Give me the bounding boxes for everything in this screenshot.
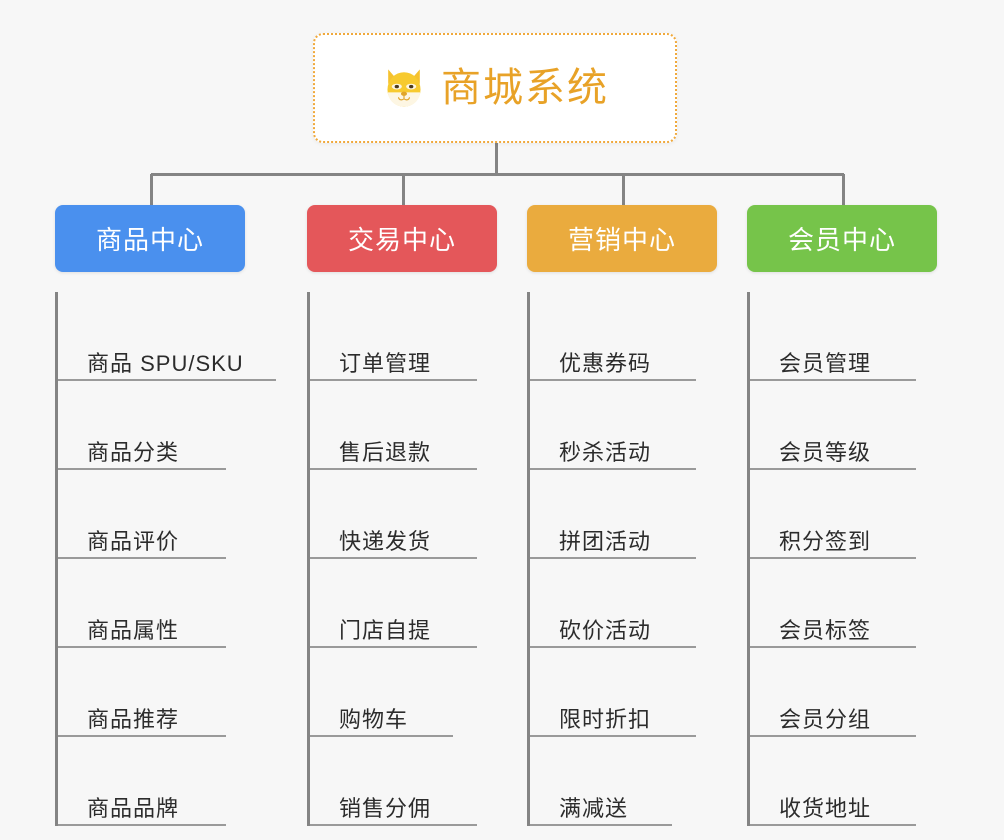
- leaf-item[interactable]: 满减送: [530, 737, 672, 826]
- branch-header-2[interactable]: 营销中心: [527, 205, 717, 272]
- dog-face-icon: [387, 69, 421, 107]
- leaf-list-2: 优惠券码 秒杀活动 拼团活动 砍价活动 限时折扣 满减送: [527, 292, 717, 826]
- leaf-label: 商品品牌: [87, 795, 180, 821]
- leaf-label: 会员标签: [779, 617, 872, 643]
- leaf-label: 商品 SPU/SKU: [87, 350, 244, 376]
- leaf-label: 砍价活动: [559, 617, 652, 643]
- leaf-item[interactable]: 订单管理: [310, 292, 477, 381]
- leaf-label: 销售分佣: [339, 795, 432, 821]
- leaf-item[interactable]: 购物车: [310, 648, 453, 737]
- leaf-item[interactable]: 砍价活动: [530, 559, 696, 648]
- root-title: 商城系统: [441, 66, 609, 110]
- leaf-list-3: 会员管理 会员等级 积分签到 会员标签 会员分组 收货地址: [747, 292, 937, 826]
- branch-header-label-3: 会员中心: [787, 225, 896, 255]
- leaf-item[interactable]: 售后退款: [310, 381, 477, 470]
- leaf-item[interactable]: 会员标签: [750, 559, 916, 648]
- branch-column-3: 会员中心 会员管理 会员等级 积分签到 会员标签 会员分组 收货地址: [747, 205, 937, 826]
- leaf-label: 优惠券码: [559, 350, 652, 376]
- leaf-item[interactable]: 收货地址: [750, 737, 916, 826]
- leaf-label: 会员管理: [779, 350, 872, 376]
- leaf-label: 拼团活动: [559, 528, 652, 554]
- leaf-item[interactable]: 门店自提: [310, 559, 477, 648]
- leaf-item[interactable]: 秒杀活动: [530, 381, 696, 470]
- leaf-label: 商品分类: [87, 439, 180, 465]
- leaf-list-0: 商品 SPU/SKU 商品分类 商品评价 商品属性 商品推荐 商品品牌: [55, 292, 276, 826]
- root-node[interactable]: 商城系统: [313, 33, 677, 143]
- leaf-label: 满减送: [559, 795, 629, 821]
- branch-column-1: 交易中心 订单管理 售后退款 快递发货 门店自提 购物车 销售分佣: [307, 205, 497, 826]
- leaf-item[interactable]: 会员分组: [750, 648, 916, 737]
- leaf-label: 秒杀活动: [559, 439, 652, 465]
- leaf-label: 商品评价: [87, 528, 180, 554]
- leaf-label: 积分签到: [779, 528, 872, 554]
- leaf-label: 购物车: [339, 706, 409, 732]
- leaf-item[interactable]: 商品分类: [58, 381, 226, 470]
- leaf-item[interactable]: 快递发货: [310, 470, 477, 559]
- leaf-item[interactable]: 商品品牌: [58, 737, 226, 826]
- leaf-label: 售后退款: [339, 439, 432, 465]
- branch-column-2: 营销中心 优惠券码 秒杀活动 拼团活动 砍价活动 限时折扣 满减送: [527, 205, 717, 826]
- branch-header-label-2: 营销中心: [567, 225, 676, 255]
- leaf-item[interactable]: 会员管理: [750, 292, 916, 381]
- leaf-item[interactable]: 优惠券码: [530, 292, 696, 381]
- leaf-label: 门店自提: [339, 617, 432, 643]
- leaf-item[interactable]: 商品属性: [58, 559, 226, 648]
- leaf-item[interactable]: 限时折扣: [530, 648, 696, 737]
- leaf-label: 会员分组: [779, 706, 872, 732]
- leaf-label: 商品属性: [87, 617, 180, 643]
- leaf-list-1: 订单管理 售后退款 快递发货 门店自提 购物车 销售分佣: [307, 292, 497, 826]
- leaf-item[interactable]: 商品 SPU/SKU: [58, 292, 276, 381]
- branch-column-0: 商品中心 商品 SPU/SKU 商品分类 商品评价 商品属性 商品推荐 商品品牌: [55, 205, 276, 826]
- branch-header-label-1: 交易中心: [347, 225, 456, 255]
- branch-header-label-0: 商品中心: [95, 225, 204, 255]
- leaf-label: 限时折扣: [559, 706, 652, 732]
- branch-header-0[interactable]: 商品中心: [55, 205, 245, 272]
- branch-header-3[interactable]: 会员中心: [747, 205, 937, 272]
- leaf-item[interactable]: 商品评价: [58, 470, 226, 559]
- leaf-item[interactable]: 商品推荐: [58, 648, 226, 737]
- leaf-item[interactable]: 积分签到: [750, 470, 916, 559]
- leaf-item[interactable]: 销售分佣: [310, 737, 477, 826]
- leaf-label: 订单管理: [339, 350, 432, 376]
- leaf-item[interactable]: 会员等级: [750, 381, 916, 470]
- leaf-label: 收货地址: [779, 795, 872, 821]
- leaf-label: 快递发货: [339, 528, 432, 554]
- leaf-label: 会员等级: [779, 439, 872, 465]
- leaf-label: 商品推荐: [87, 706, 180, 732]
- branch-header-1[interactable]: 交易中心: [307, 205, 497, 272]
- leaf-item[interactable]: 拼团活动: [530, 470, 696, 559]
